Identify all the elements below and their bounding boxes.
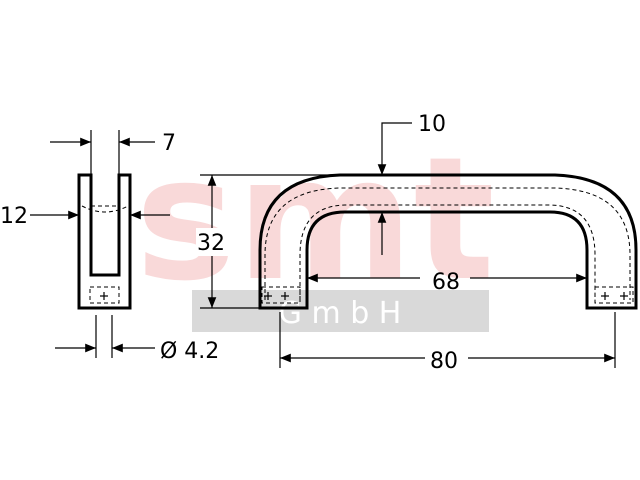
- dim-wall: 10: [377, 112, 446, 255]
- dim-inner-span: 68: [307, 270, 587, 295]
- dim-height-total: 32: [196, 175, 230, 308]
- watermark-band: [192, 290, 489, 332]
- watermark-logo: smt: [135, 121, 495, 319]
- dim-width-top: 7: [50, 131, 176, 156]
- dim-wall-label: 10: [418, 112, 446, 137]
- dim-height-left: 12: [0, 204, 170, 229]
- watermark-subtext: G m b H: [279, 296, 402, 331]
- watermark: smt G m b H: [135, 121, 495, 332]
- dim-height-left-label: 12: [0, 204, 28, 229]
- side-view: [77, 130, 132, 358]
- dim-width-top-label: 7: [162, 131, 176, 156]
- dim-height-total-label: 32: [197, 231, 225, 256]
- dim-inner-span-label: 68: [432, 270, 460, 295]
- dim-outer-span-label: 80: [430, 349, 458, 374]
- front-view: [200, 173, 638, 368]
- dim-hole: Ø 4.2: [55, 339, 219, 364]
- dim-outer-span: 80: [280, 349, 615, 374]
- dim-hole-label: Ø 4.2: [160, 339, 219, 364]
